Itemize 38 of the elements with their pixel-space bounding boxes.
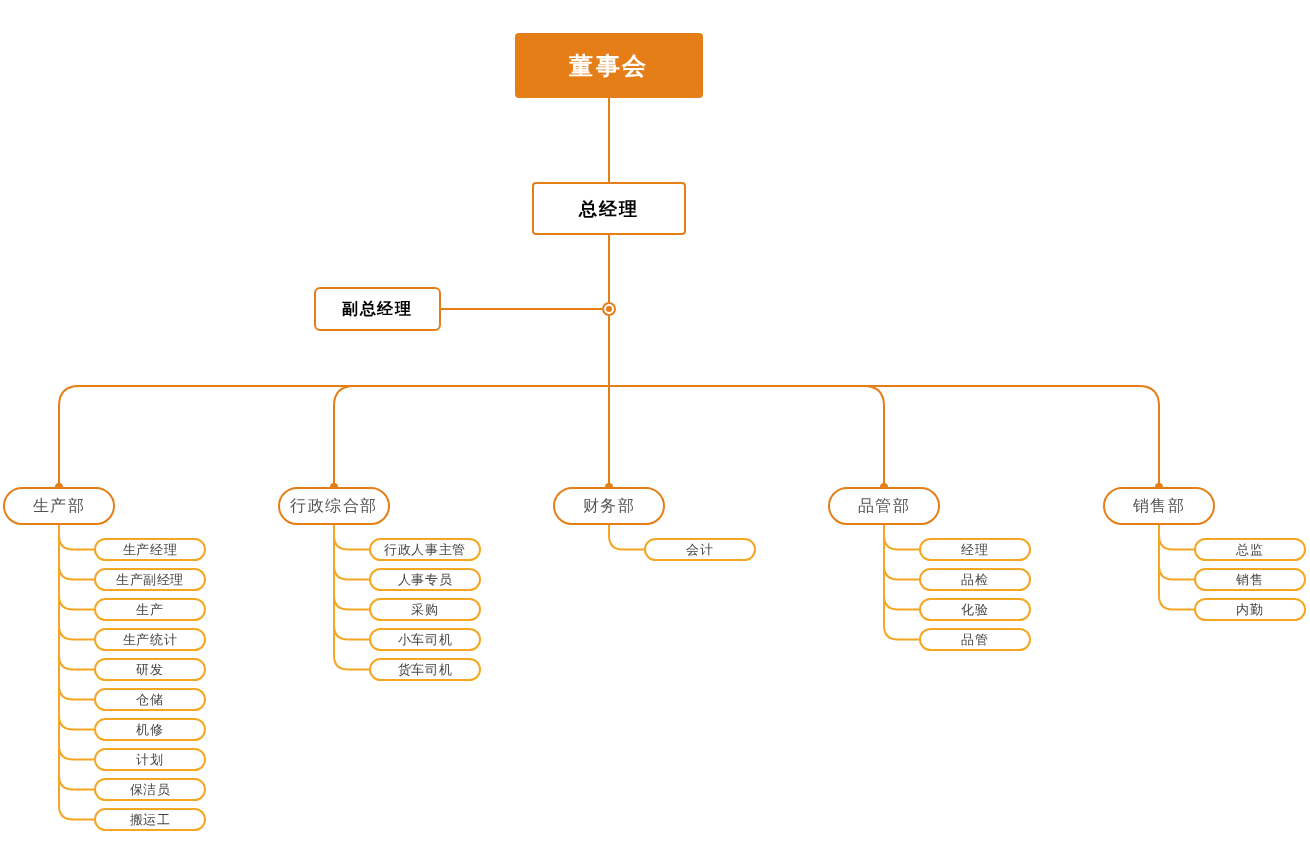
role-box: 采购: [369, 598, 481, 621]
department-box: 品管部: [828, 487, 940, 525]
role-box: 生产副经理: [94, 568, 206, 591]
position-box: 副总经理: [314, 287, 441, 331]
role-box: 生产: [94, 598, 206, 621]
role-box: 会计: [644, 538, 756, 561]
role-box: 小车司机: [369, 628, 481, 651]
connector-line: [608, 97, 610, 183]
department-box: 行政综合部: [278, 487, 390, 525]
department-box: 生产部: [3, 487, 115, 525]
connector-line: [333, 524, 370, 671]
role-box: 保洁员: [94, 778, 206, 801]
position-box: 总经理: [532, 182, 686, 235]
connector-line: [608, 524, 645, 551]
connector-line: [608, 234, 610, 303]
role-box: 货车司机: [369, 658, 481, 681]
role-box: 搬运工: [94, 808, 206, 831]
role-box: 品检: [919, 568, 1031, 591]
department-box: 销售部: [1103, 487, 1215, 525]
connector-line: [440, 308, 603, 310]
role-box: 品管: [919, 628, 1031, 651]
role-box: 销售: [1194, 568, 1306, 591]
role-box: 经理: [919, 538, 1031, 561]
role-box: 总监: [1194, 538, 1306, 561]
role-box: 研发: [94, 658, 206, 681]
role-box: 仓储: [94, 688, 206, 711]
role-box: 机修: [94, 718, 206, 741]
connector-line: [883, 524, 920, 641]
connector-line: [1158, 524, 1195, 611]
role-box: 生产统计: [94, 628, 206, 651]
role-box: 生产经理: [94, 538, 206, 561]
role-box: 化验: [919, 598, 1031, 621]
role-box: 计划: [94, 748, 206, 771]
role-box: 内勤: [1194, 598, 1306, 621]
position-box: 董事会: [515, 33, 703, 98]
role-box: 行政人事主管: [369, 538, 481, 561]
role-box: 人事专员: [369, 568, 481, 591]
department-box: 财务部: [553, 487, 665, 525]
